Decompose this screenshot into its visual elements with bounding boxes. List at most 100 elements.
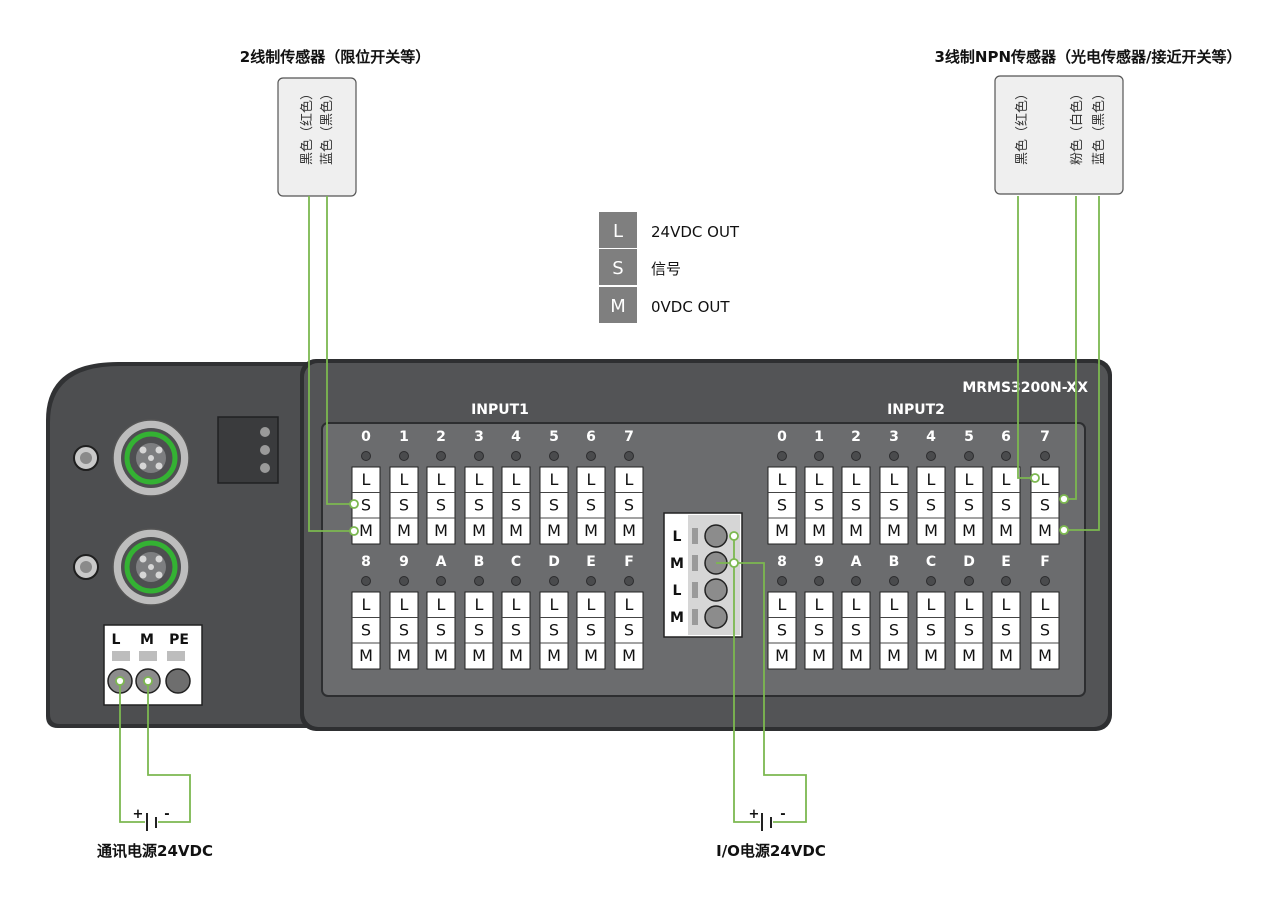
channel-number: B [889,554,900,570]
channel-pin-block [879,591,909,670]
channel-led-icon [814,576,824,586]
channel-number: F [624,554,634,570]
channel-led-icon [926,576,936,586]
channel-number: 9 [814,554,824,570]
channel-number: 5 [549,429,559,445]
battery-comm-icon [146,813,157,831]
pin-label: M [584,646,598,665]
pin-label: S [777,621,787,640]
channel-number: F [1040,554,1050,570]
channel-led-icon [549,576,559,586]
channel-led-icon [399,451,409,461]
channel-pin-block [804,591,834,670]
pin-label: L [965,470,974,489]
channel-number: 6 [586,429,596,445]
wire-junctions [115,473,1069,686]
pin-label: L [815,470,824,489]
channel-led-icon [399,576,409,586]
channel-number: A [851,554,862,570]
sensor-left-title: 2线制传感器（限位开关等） [240,48,430,66]
legend-text-s: 信号 [651,260,681,278]
sensor-left-box [277,77,357,197]
pin-label: L [625,595,634,614]
channel-number: C [926,554,936,570]
pin-label: L [1041,470,1050,489]
channel-pin-block [389,591,419,670]
channel-led-icon [624,576,634,586]
legend-key-l-text: L [613,221,623,242]
pin-label: S [511,496,521,515]
pin-label: M [962,646,976,665]
pin-label: S [964,496,974,515]
channel-pin-block [991,591,1021,670]
pin-label: S [399,496,409,515]
channel-led-icon [511,576,521,586]
pin-label: M [812,521,826,540]
pin-label: L [890,470,899,489]
channel-led-icon [964,576,974,586]
channel-led-icon [474,451,484,461]
pin-label: S [474,621,484,640]
pin-label: S [1040,621,1050,640]
channel-led-icon [964,451,974,461]
wire-comm-plus [119,681,145,823]
pin-label: L [400,595,409,614]
legend-key-l [599,212,637,248]
pin-label: S [474,496,484,515]
sensor-right-title: 3线制NPN传感器（光电传感器/接近开关等） [934,48,1241,66]
pin-label: M [887,646,901,665]
channel-pin-block [501,591,531,670]
channel-pin-block [389,466,419,545]
pin-label: M [359,521,373,540]
io-minus-sign: - [780,807,785,822]
sensor-left-wire-2: 蓝色（黑色） [319,87,335,165]
legend-key-m-text: M [610,296,626,317]
pin-label: L [475,470,484,489]
channel-number: 3 [889,429,899,445]
sensor-right-wire-1: 黑色（红色） [1014,87,1030,165]
device-body [46,359,1112,731]
channel-pin-block [767,591,797,670]
input1-label: INPUT1 [471,402,529,418]
pin-label: M [775,646,789,665]
m12-connector-bottom [112,528,190,606]
channel-number: B [474,554,485,570]
channel-led-icon [926,451,936,461]
pin-label: L [512,595,521,614]
pin-label: M [397,646,411,665]
channel-led-icon [851,576,861,586]
pin-label: L [1002,470,1011,489]
legend-key-s-text: S [612,258,623,279]
channel-led-icon [851,451,861,461]
pin-label: M [999,646,1013,665]
channel-number: 9 [399,554,409,570]
channel-number: E [586,554,596,570]
pin-label: M [812,646,826,665]
pin-label: M [547,646,561,665]
channel-number: 6 [1001,429,1011,445]
channel-led-icon [361,576,371,586]
pin-label: S [851,621,861,640]
pin-label: M [999,521,1013,540]
legend-text-l: 24VDC OUT [651,223,740,241]
pin-label: M [622,521,636,540]
pin-label: S [1040,496,1050,515]
channel-led-icon [436,576,446,586]
channel-led-icon [436,451,446,461]
pin-label: S [926,621,936,640]
channel-led-icon [777,576,787,586]
pin-label: M [509,521,523,540]
channel-led-icon [777,451,787,461]
channel-led-icon [1040,576,1050,586]
channel-led-icon [889,451,899,461]
pin-label: L [778,470,787,489]
channel-led-icon [1001,451,1011,461]
wire-left-sensor-s [326,196,352,505]
channel-pin-block [426,591,456,670]
channel-pin-block [464,466,494,545]
channel-number: C [511,554,521,570]
channel-led-icon [549,451,559,461]
screw-bottom [73,554,99,580]
pin-label: M [775,521,789,540]
